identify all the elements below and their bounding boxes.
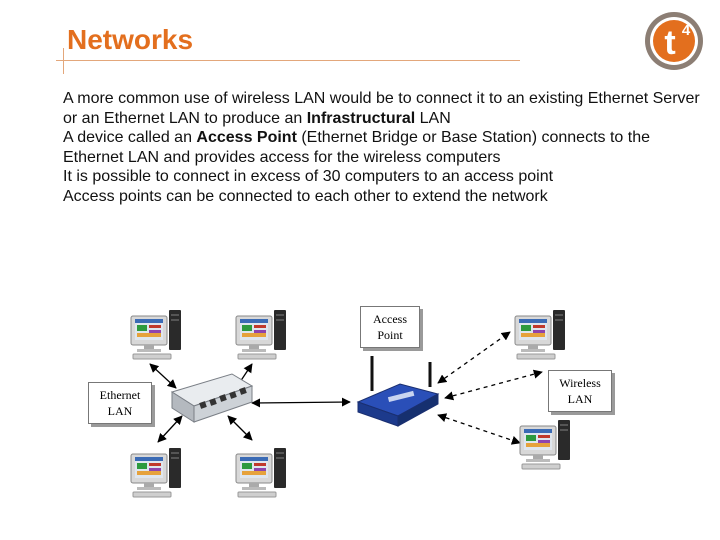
slide-title: Networks [67, 24, 194, 55]
access-point-router [356, 356, 440, 427]
text-run: It is possible to connect in excess of 3… [63, 168, 554, 185]
wireless-link-middle [444, 369, 543, 401]
access-point-label: Access Point [360, 306, 420, 348]
body-paragraph: It is possible to connect in excess of 3… [63, 167, 703, 187]
bold-term: Access Point [196, 129, 297, 146]
wireless-lan-label: Wireless LAN [548, 370, 612, 412]
wireless-link-bottom [437, 413, 521, 445]
wireless-link-top [437, 331, 511, 384]
title-underline [56, 60, 520, 61]
ethernet-lan-label-line1: Ethernet [99, 388, 141, 402]
body-paragraph: A device called an Access Point (Etherne… [63, 128, 703, 167]
ethernet-lan-label-line2: LAN [107, 404, 133, 418]
link-hub-pc-top-left [149, 363, 177, 389]
computer-bottom-left [130, 447, 182, 498]
body-text: A more common use of wireless LAN would … [63, 89, 703, 206]
bold-term: Infrastructural [306, 109, 416, 127]
network-diagram: Access Point Ethernet LAN Wireless LAN [88, 306, 612, 498]
link-hub-router [251, 397, 351, 408]
computer-top-center [235, 309, 287, 360]
body-paragraph: A more common use of wireless LAN would … [63, 89, 703, 128]
ethernet-hub [170, 373, 254, 423]
access-point-label-line1: Access [373, 312, 407, 326]
link-hub-pc-bottom-left [157, 415, 183, 443]
computer-bottom-center [235, 447, 287, 498]
text-run: A device called an [63, 129, 197, 146]
text-run: LAN [415, 109, 451, 127]
text-run: A more common use of wireless LAN would … [63, 90, 700, 127]
wireless-lan-label-line1: Wireless [559, 376, 601, 390]
wireless-lan-label-line2: LAN [567, 392, 593, 406]
computer-top-right [514, 309, 566, 360]
computer-bottom-right [519, 419, 571, 470]
ethernet-lan-label: Ethernet LAN [88, 382, 152, 424]
body-paragraph: Access points can be connected to each o… [63, 187, 703, 207]
computer-top-left [130, 309, 182, 360]
link-hub-pc-bottom-right [227, 415, 253, 441]
text-run: (Ethernet Bridge or Base Station) connec… [63, 129, 650, 166]
title-tick [63, 48, 64, 74]
access-point-label-line2: Point [377, 328, 403, 342]
t4-logo: t 4 [645, 12, 703, 70]
logo-superscript: 4 [682, 22, 691, 39]
logo-letter: t [664, 24, 675, 62]
text-run: Access points can be connected to each o… [63, 187, 548, 205]
